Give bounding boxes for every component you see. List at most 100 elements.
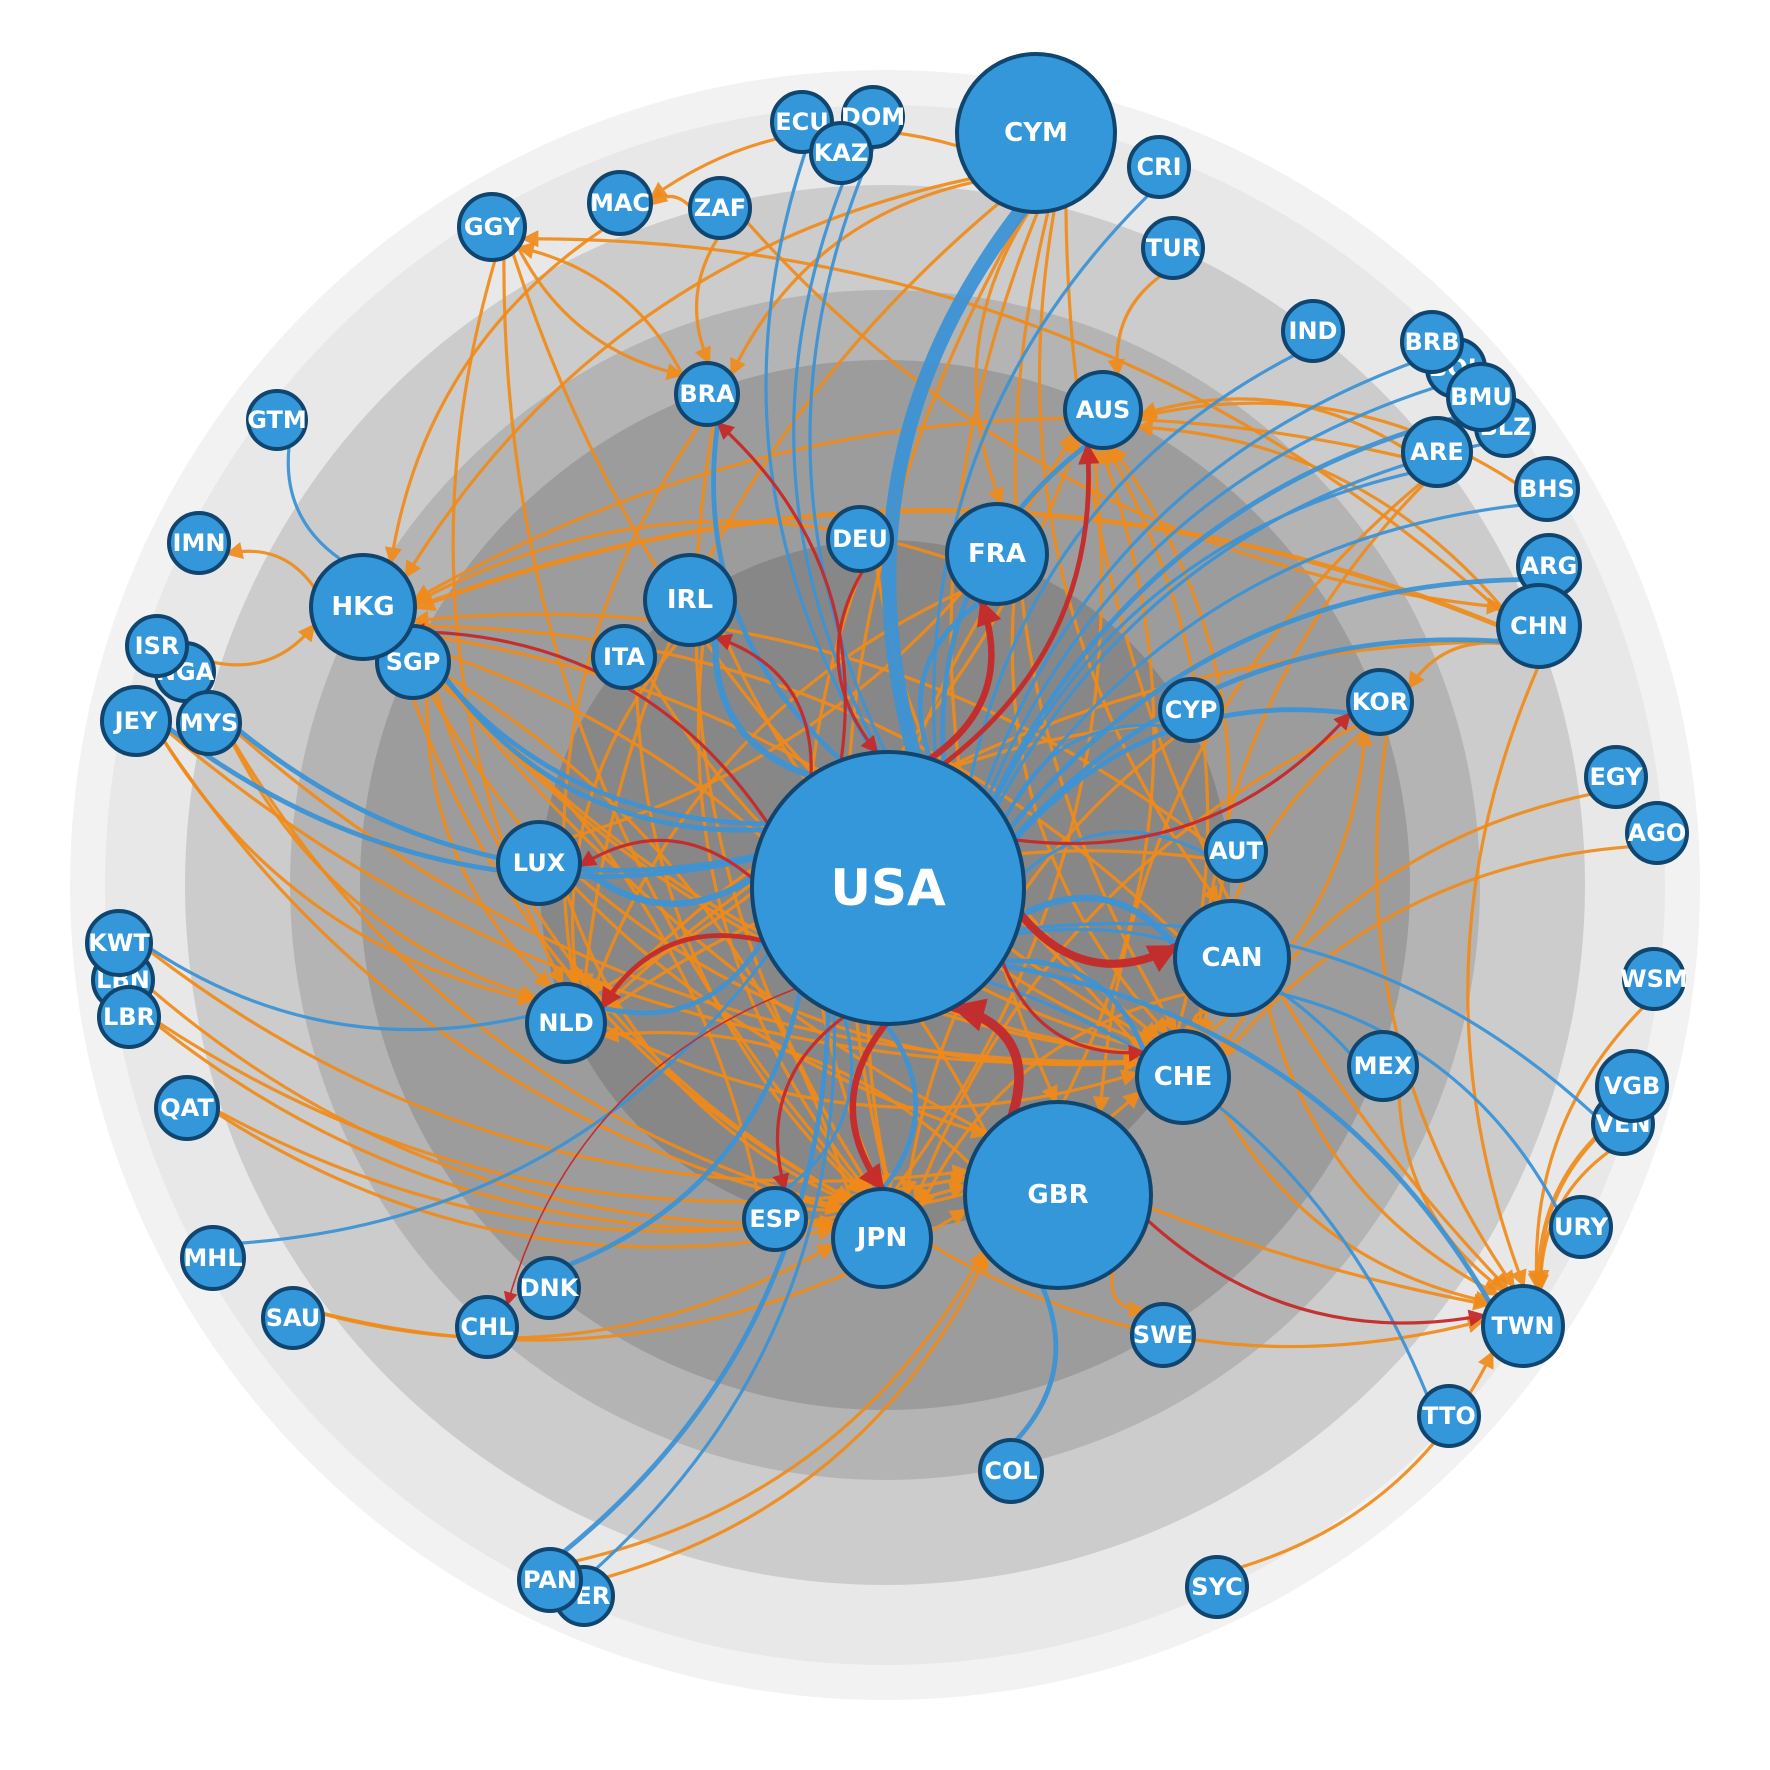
node-circle[interactable] <box>457 192 527 262</box>
node-chn[interactable]: CHN <box>1496 583 1582 669</box>
node-aut[interactable]: AUT <box>1204 819 1268 883</box>
node-circle[interactable] <box>154 1075 220 1141</box>
node-circle[interactable] <box>1549 1195 1613 1259</box>
node-circle[interactable] <box>688 176 752 240</box>
node-circle[interactable] <box>1063 370 1143 450</box>
node-irl[interactable]: IRL <box>643 553 737 647</box>
node-circle[interactable] <box>1417 1384 1481 1448</box>
node-nld[interactable]: NLD <box>525 982 607 1064</box>
node-circle[interactable] <box>1127 135 1191 199</box>
node-kwt[interactable]: KWT <box>85 909 153 977</box>
node-circle[interactable] <box>180 1225 246 1291</box>
node-ggy[interactable]: GGY <box>457 192 527 262</box>
node-bra[interactable]: BRA <box>674 361 740 427</box>
node-circle[interactable] <box>1595 1049 1669 1123</box>
node-dnk[interactable]: DNK <box>517 1256 581 1320</box>
node-circle[interactable] <box>1347 1030 1419 1102</box>
node-circle[interactable] <box>1185 1555 1249 1619</box>
node-circle[interactable] <box>1625 801 1689 865</box>
node-circle[interactable] <box>1401 416 1473 488</box>
node-circle[interactable] <box>1584 745 1648 809</box>
node-ago[interactable]: AGO <box>1625 801 1689 865</box>
node-circle[interactable] <box>945 502 1049 606</box>
node-circle[interactable] <box>1130 1302 1196 1368</box>
node-circle[interactable] <box>1622 947 1686 1011</box>
node-mhl[interactable]: MHL <box>180 1225 246 1291</box>
node-lbr[interactable]: LBR <box>97 985 161 1049</box>
node-jpn[interactable]: JPN <box>831 1187 933 1289</box>
node-imn[interactable]: IMN <box>167 511 231 575</box>
node-circle[interactable] <box>826 505 894 573</box>
node-circle[interactable] <box>100 685 172 757</box>
node-bmu[interactable]: BMU <box>1446 362 1516 432</box>
node-circle[interactable] <box>1346 668 1414 736</box>
node-can[interactable]: CAN <box>1173 899 1291 1017</box>
node-brb[interactable]: BRB <box>1400 310 1464 374</box>
node-circle[interactable] <box>587 170 653 236</box>
node-pan[interactable]: PAN <box>517 1547 583 1613</box>
node-isr[interactable]: ISR <box>125 614 189 678</box>
node-esp[interactable]: ESP <box>742 1186 808 1252</box>
node-sau[interactable]: SAU <box>261 1286 325 1350</box>
node-circle[interactable] <box>517 1256 581 1320</box>
node-lux[interactable]: LUX <box>496 820 582 906</box>
node-are[interactable]: ARE <box>1401 416 1473 488</box>
node-circle[interactable] <box>674 361 740 427</box>
node-circle[interactable] <box>1141 216 1205 280</box>
node-cym[interactable]: CYM <box>955 52 1117 214</box>
node-kaz[interactable]: KAZ <box>809 121 873 185</box>
node-usa[interactable]: USA <box>750 750 1026 1026</box>
node-circle[interactable] <box>246 389 308 451</box>
node-circle[interactable] <box>978 1438 1044 1504</box>
node-circle[interactable] <box>85 909 153 977</box>
node-circle[interactable] <box>955 52 1117 214</box>
node-circle[interactable] <box>1446 362 1516 432</box>
node-circle[interactable] <box>1158 677 1224 743</box>
node-fra[interactable]: FRA <box>945 502 1049 606</box>
node-cyp[interactable]: CYP <box>1158 677 1224 743</box>
node-qat[interactable]: QAT <box>154 1075 220 1141</box>
node-col[interactable]: COL <box>978 1438 1044 1504</box>
node-circle[interactable] <box>525 982 607 1064</box>
node-che[interactable]: CHE <box>1135 1029 1231 1125</box>
node-ury[interactable]: URY <box>1549 1195 1613 1259</box>
node-tto[interactable]: TTO <box>1417 1384 1481 1448</box>
node-circle[interactable] <box>261 1286 325 1350</box>
node-hkg[interactable]: HKG <box>309 553 417 661</box>
node-wsm[interactable]: WSM <box>1620 947 1688 1011</box>
node-circle[interactable] <box>455 1295 519 1359</box>
node-circle[interactable] <box>750 750 1026 1026</box>
node-circle[interactable] <box>97 985 161 1049</box>
node-circle[interactable] <box>1173 899 1291 1017</box>
node-circle[interactable] <box>176 690 242 756</box>
node-syc[interactable]: SYC <box>1185 1555 1249 1619</box>
node-ind[interactable]: IND <box>1281 299 1345 363</box>
node-circle[interactable] <box>742 1186 808 1252</box>
node-circle[interactable] <box>963 1100 1153 1290</box>
node-ita[interactable]: ITA <box>591 624 657 690</box>
node-circle[interactable] <box>1496 583 1582 669</box>
node-swe[interactable]: SWE <box>1130 1302 1196 1368</box>
node-tur[interactable]: TUR <box>1141 216 1205 280</box>
node-jey[interactable]: JEY <box>100 685 172 757</box>
node-bhs[interactable]: BHS <box>1514 456 1580 522</box>
node-circle[interactable] <box>1135 1029 1231 1125</box>
node-circle[interactable] <box>809 121 873 185</box>
node-circle[interactable] <box>1481 1284 1565 1368</box>
node-vgb[interactable]: VGB <box>1595 1049 1669 1123</box>
node-circle[interactable] <box>591 624 657 690</box>
node-circle[interactable] <box>1281 299 1345 363</box>
node-deu[interactable]: DEU <box>826 505 894 573</box>
node-mys[interactable]: MYS <box>176 690 242 756</box>
node-circle[interactable] <box>309 553 417 661</box>
node-egy[interactable]: EGY <box>1584 745 1648 809</box>
node-circle[interactable] <box>517 1547 583 1613</box>
node-aus[interactable]: AUS <box>1063 370 1143 450</box>
node-circle[interactable] <box>1204 819 1268 883</box>
node-mac[interactable]: MAC <box>587 170 653 236</box>
node-circle[interactable] <box>496 820 582 906</box>
node-circle[interactable] <box>831 1187 933 1289</box>
node-circle[interactable] <box>167 511 231 575</box>
node-twn[interactable]: TWN <box>1481 1284 1565 1368</box>
node-cri[interactable]: CRI <box>1127 135 1191 199</box>
